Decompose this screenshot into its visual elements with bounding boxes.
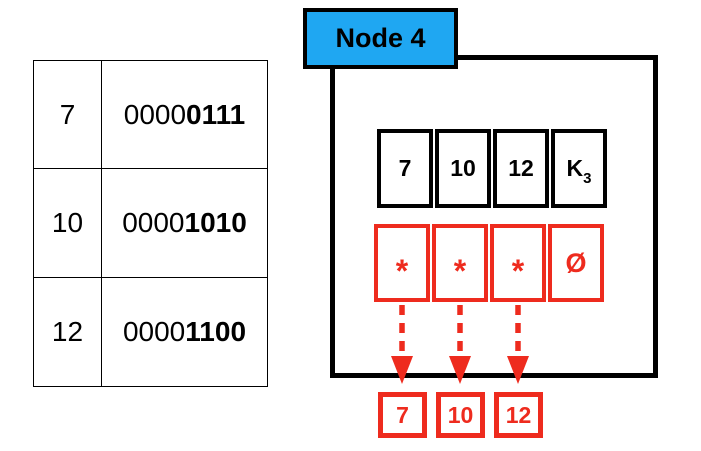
table-key-12: 12: [34, 277, 102, 386]
empty-set-symbol: Ø: [565, 247, 587, 278]
slot-subscript-label: 3: [583, 170, 592, 187]
node-outline-box: [330, 55, 658, 378]
node-title-label: Node 4: [335, 23, 426, 53]
empty-pointer-cell: Ø: [548, 224, 604, 302]
pointer-cell-1: *: [374, 224, 430, 302]
key-cell-12: 12: [493, 129, 549, 208]
leaf-box-7: 7: [378, 392, 427, 438]
leaf-box-12: 12: [494, 392, 543, 438]
pointer-cell-2: *: [432, 224, 488, 302]
key-cell-7: 7: [377, 129, 433, 208]
table-key-7: 7: [34, 61, 102, 170]
node-title-tab: Node 4: [303, 8, 458, 69]
leaf-box-10: 10: [436, 392, 485, 438]
asterisk-symbol: *: [453, 253, 467, 289]
binary-prefix: 0000: [123, 98, 187, 130]
table-key-10: 10: [34, 169, 102, 278]
binary-prefix: 0000: [122, 315, 186, 347]
key-cell-10: 10: [435, 129, 491, 208]
binary-suffix: 1100: [185, 315, 247, 347]
binary-suffix: 0111: [186, 98, 246, 130]
binary-suffix: 1010: [184, 206, 247, 238]
slot-base-label: K: [566, 155, 584, 181]
asterisk-symbol: *: [395, 253, 409, 289]
pointer-cells-row: * * * Ø: [374, 224, 604, 302]
asterisk-symbol: *: [511, 253, 525, 289]
pointer-cell-3: *: [490, 224, 546, 302]
binary-prefix: 0000: [122, 206, 185, 238]
